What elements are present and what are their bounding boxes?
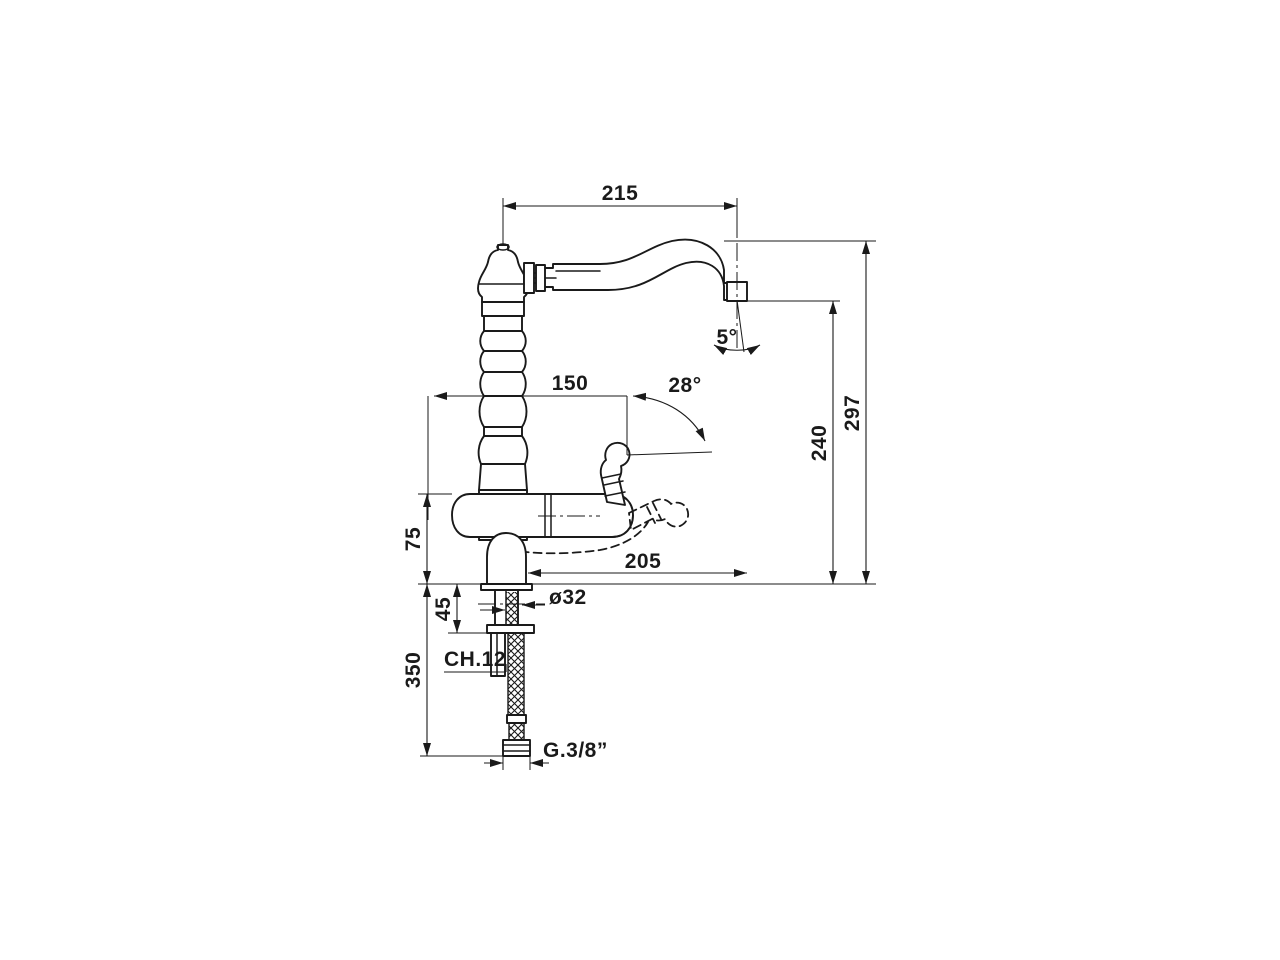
- base-flange: [480, 583, 533, 591]
- dim-label-150: 150: [552, 372, 589, 395]
- dimension-205: 205: [528, 550, 747, 577]
- hose-guide-tube: [490, 632, 506, 677]
- column-collar-3: [483, 426, 523, 437]
- column-finial: [477, 244, 529, 303]
- angle-ref-line-28: [626, 451, 713, 456]
- column-bead-3: [479, 371, 527, 397]
- column-bead-4: [478, 395, 528, 428]
- dim-label-205: 205: [625, 550, 662, 573]
- dim-label-297: 297: [841, 395, 864, 432]
- column-bead-1: [479, 330, 527, 352]
- lever-base-line: [604, 491, 626, 497]
- lever-rotated-ring-1: [652, 502, 662, 520]
- body-rotation-hidden-arc: [507, 521, 649, 555]
- angle-arc-5: [713, 344, 761, 355]
- spout-collar-ring-2: [535, 264, 546, 292]
- callout-ch12: CH.12: [444, 648, 507, 673]
- shank-thread-hatch: [506, 592, 518, 625]
- swivel-base-bonnet: [486, 532, 527, 585]
- column-collar-2: [483, 315, 523, 332]
- lever-ring-1: [601, 473, 622, 479]
- dimension-350: 350: [402, 583, 503, 757]
- connector-nut: [502, 739, 531, 757]
- dimension-5-degrees: 5°: [713, 299, 761, 355]
- column-collar-1: [481, 301, 525, 317]
- column-bead-2: [479, 350, 527, 373]
- dim-label-45: 45: [432, 597, 455, 621]
- dim-label-5-degrees: 5°: [716, 326, 737, 349]
- dim-label-240: 240: [808, 425, 831, 462]
- locking-washer: [486, 624, 535, 634]
- dim-label-350: 350: [402, 652, 425, 689]
- callout-label-thread-g38: G.3/8”: [543, 739, 608, 762]
- dim-label-75: 75: [402, 527, 425, 551]
- lever-handle-rotated: [628, 498, 690, 532]
- column-lower-taper: [478, 463, 528, 491]
- hose-ferrule: [506, 714, 527, 724]
- column-bead-5: [477, 435, 529, 465]
- angle-ref-line-5: [736, 299, 745, 353]
- callout-thread-g38: G.3/8”: [484, 739, 608, 770]
- lever-rotated-ring-2: [646, 506, 656, 524]
- dimension-215: 215: [502, 182, 738, 243]
- callout-label-ch12: CH.12: [444, 648, 506, 671]
- dim-label-215: 215: [602, 182, 639, 205]
- dimension-45: 45: [432, 583, 487, 634]
- faucet-body-geometry: [451, 238, 748, 757]
- lever-handle: [599, 441, 631, 506]
- flexible-hose-upper: [507, 632, 525, 716]
- dimension-diameter-32: ø32: [480, 586, 587, 614]
- dimension-240: 240: [747, 300, 840, 584]
- lever-ring-2: [603, 480, 624, 486]
- finial-top-cap: [496, 243, 510, 251]
- dimension-297: 297: [532, 240, 876, 585]
- angle-arc-28: [632, 392, 706, 442]
- dim-label-diameter-32: ø32: [549, 586, 587, 609]
- spout-collar-ring-1: [523, 262, 535, 294]
- dim-label-28-degrees: 28°: [668, 374, 701, 397]
- dimension-28-degrees: 28°: [626, 374, 713, 456]
- spout-arm: [523, 238, 743, 301]
